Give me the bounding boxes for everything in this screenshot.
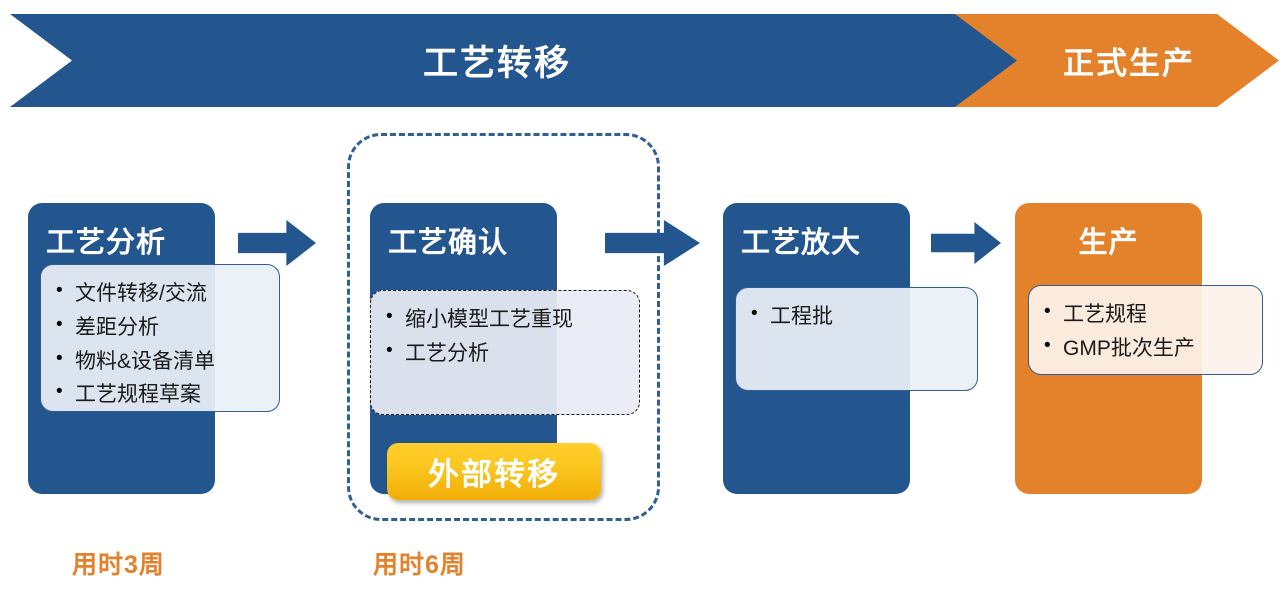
duration-label-stage-2: 用时6周 <box>373 551 466 579</box>
list-item: 工艺规程草案 <box>56 379 267 410</box>
stage-title-process-scale-up: 工艺放大 <box>741 227 862 259</box>
stage-bullets-process-analysis: 文件转移/交流 差距分析 物料&设备清单 工艺规程草案 <box>40 264 280 412</box>
banner-process-transfer: 工艺转移 <box>10 14 1040 107</box>
stage-title-process-analysis: 工艺分析 <box>46 227 167 259</box>
list-item: 工艺分析 <box>386 338 627 369</box>
list-item: 缩小模型工艺重现 <box>386 304 627 335</box>
list-item: 工程批 <box>751 301 965 332</box>
stage-bullets-production: 工艺规程 GMP批次生产 <box>1028 285 1263 375</box>
external-transfer-group-outline <box>347 133 660 521</box>
stage-title-process-confirmation: 工艺确认 <box>388 227 509 259</box>
duration-label-stage-1: 用时3周 <box>72 551 165 579</box>
right-arrow-icon-1 <box>238 220 316 266</box>
right-arrow-icon-3 <box>931 222 1001 264</box>
stage-bullets-process-confirmation: 缩小模型工艺重现 工艺分析 <box>370 290 640 415</box>
stage-bullets-process-scale-up: 工程批 <box>735 287 978 391</box>
banner-formal-production-label: 正式生产 <box>1063 46 1195 81</box>
list-item: 差距分析 <box>56 312 267 343</box>
banner-process-transfer-label: 工艺转移 <box>422 44 571 83</box>
list-item: 物料&设备清单 <box>56 346 267 377</box>
stage-title-production: 生产 <box>1078 227 1139 259</box>
badge-external-transfer[interactable]: 外部转移 <box>387 443 601 500</box>
list-item: 工艺规程 <box>1044 299 1250 330</box>
badge-external-transfer-label: 外部转移 <box>428 457 560 492</box>
list-item: GMP批次生产 <box>1044 333 1250 364</box>
list-item: 文件转移/交流 <box>56 278 267 309</box>
